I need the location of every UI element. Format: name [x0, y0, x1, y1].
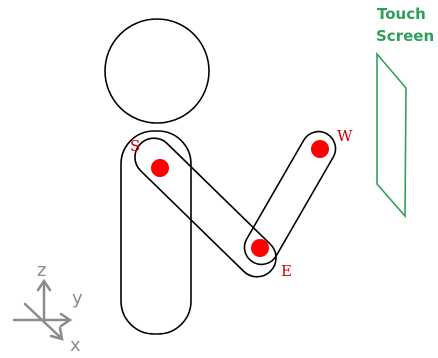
elbow-label: E	[281, 262, 292, 280]
x-arrow-icon	[49, 326, 64, 341]
x-axis-label: x	[70, 335, 81, 356]
forearm-link	[243, 130, 337, 266]
shoulder-label: S	[130, 137, 140, 155]
y-arrow-icon	[59, 312, 73, 328]
y-axis-label: y	[72, 288, 83, 309]
shoulder-joint	[151, 159, 169, 177]
coordinate-axes	[12, 278, 73, 341]
wrist-joint	[311, 140, 329, 158]
x-axis	[23, 302, 62, 339]
touch-screen-label-line1: Touch	[377, 5, 426, 23]
torso	[120, 130, 192, 335]
touch-screen-label-line2: Screen	[376, 27, 434, 45]
wrist-label: W	[337, 127, 353, 145]
z-axis-label: z	[37, 260, 46, 281]
upper-arm-link	[134, 137, 277, 278]
elbow-joint	[251, 239, 269, 257]
head	[104, 18, 210, 124]
z-arrow-icon	[36, 278, 52, 292]
touch-screen	[376, 51, 407, 219]
